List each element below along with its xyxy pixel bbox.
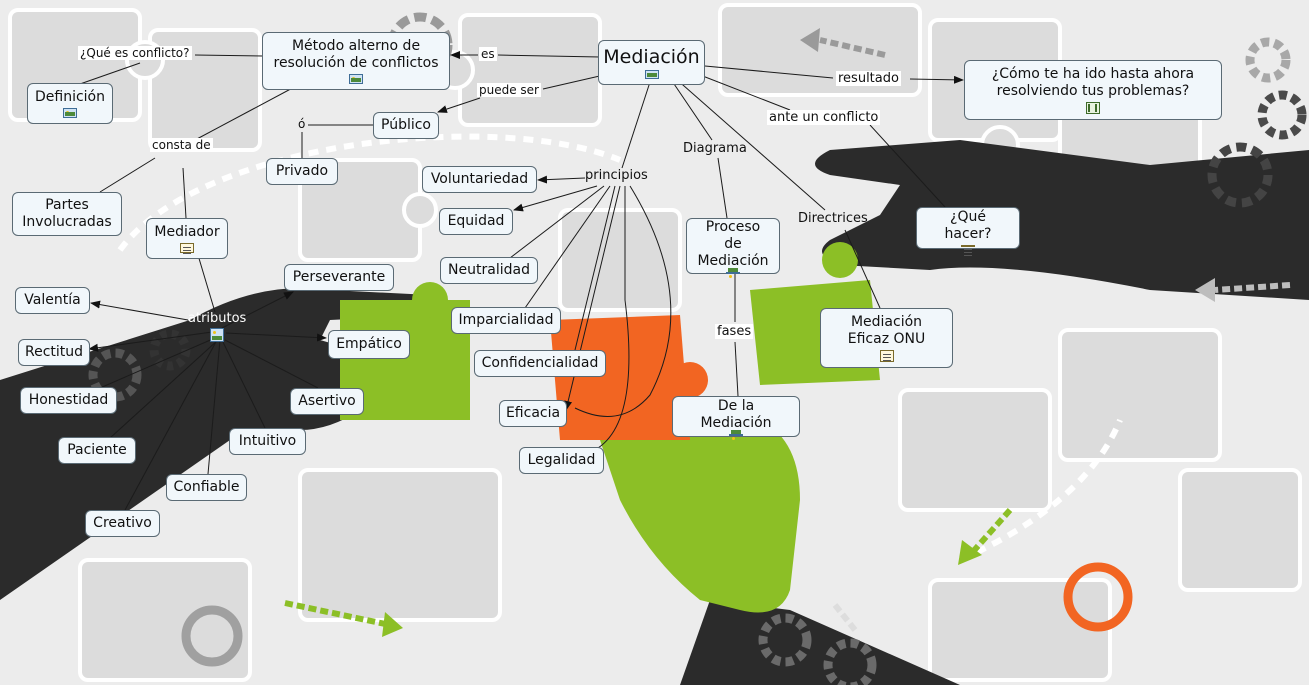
node-publico[interactable]: Público <box>373 112 439 139</box>
root-node-mediacion[interactable]: Mediación <box>598 40 705 85</box>
node-label: Privado <box>275 163 329 179</box>
node-label: Confidencialidad <box>481 355 599 371</box>
node-label: Intuitivo <box>238 433 297 449</box>
node-de-la-mediacion[interactable]: De la Mediación <box>672 396 800 440</box>
node-label: ¿Cómo te ha ido hasta ahora resolviendo … <box>991 66 1195 99</box>
image-icon[interactable] <box>726 267 740 278</box>
link-label-directrices: Directrices <box>798 211 868 226</box>
node-como-te-ha-ido[interactable]: ¿Cómo te ha ido hasta ahora resolviendo … <box>964 60 1222 120</box>
node-label: Valentía <box>24 292 81 308</box>
node-rectitud[interactable]: Rectitud <box>18 339 90 366</box>
node-que-hacer[interactable]: ¿Qué hacer? <box>916 207 1020 250</box>
link-label-ante-un-conflicto: ante un conflicto <box>767 110 881 125</box>
node-label: Eficacia <box>505 405 561 421</box>
node-creativo[interactable]: Creativo <box>85 510 160 537</box>
node-equidad[interactable]: Equidad <box>439 208 513 235</box>
node-asertivo[interactable]: Asertivo <box>290 388 364 415</box>
node-proceso-de-mediacion[interactable]: Proceso de Mediación <box>686 218 780 278</box>
image-icon[interactable] <box>63 108 77 118</box>
node-label: Paciente <box>67 442 127 458</box>
node-label: Mediación <box>603 46 700 68</box>
node-empatico[interactable]: Empático <box>328 330 410 359</box>
link-label-puede-ser: puede ser <box>477 83 541 97</box>
node-neutralidad[interactable]: Neutralidad <box>440 257 538 284</box>
document-icon[interactable] <box>961 245 975 250</box>
node-confiable[interactable]: Confiable <box>166 474 247 501</box>
node-intuitivo[interactable]: Intuitivo <box>229 428 306 455</box>
link-label-consta-de: consta de <box>150 138 213 152</box>
node-label: Mediación Eficaz ONU <box>847 314 926 347</box>
node-legalidad[interactable]: Legalidad <box>519 447 604 474</box>
node-eficacia[interactable]: Eficacia <box>499 400 567 427</box>
link-label-resultado: resultado <box>836 71 901 86</box>
node-privado[interactable]: Privado <box>266 158 338 185</box>
video-icon[interactable] <box>1086 102 1100 114</box>
link-label-diagrama: Diagrama <box>683 141 747 156</box>
node-label: Público <box>381 117 431 133</box>
node-confidencialidad[interactable]: Confidencialidad <box>474 350 606 377</box>
node-label: Rectitud <box>24 344 84 360</box>
link-label-atributos-text: atributos <box>188 311 247 326</box>
node-perseverante[interactable]: Perseverante <box>284 264 394 291</box>
node-label: Equidad <box>447 213 505 229</box>
node-label: Partes Involucradas <box>22 197 112 230</box>
node-metodo-alterno[interactable]: Método alterno de resolución de conflict… <box>262 32 450 90</box>
node-label: Legalidad <box>527 452 596 468</box>
node-label: Confiable <box>173 479 240 495</box>
node-label: Honestidad <box>28 392 109 408</box>
link-label-fases: fases <box>715 324 754 339</box>
document-icon[interactable] <box>879 350 894 362</box>
node-label: Definición <box>35 89 105 105</box>
image-icon[interactable] <box>729 429 743 440</box>
node-partes-involucradas[interactable]: Partes Involucradas <box>12 192 122 236</box>
node-valentia[interactable]: Valentía <box>15 287 90 314</box>
node-label: Método alterno de resolución de conflict… <box>273 38 439 71</box>
node-mediador[interactable]: Mediador <box>146 218 228 259</box>
node-label: Asertivo <box>298 393 356 409</box>
node-definicion[interactable]: Definición <box>27 83 113 124</box>
link-label-principios: principios <box>585 168 648 183</box>
node-label: Neutralidad <box>448 262 530 278</box>
node-label: De la Mediación <box>700 397 772 431</box>
node-label: Imparcialidad <box>458 312 554 328</box>
node-imparcialidad[interactable]: Imparcialidad <box>451 307 561 334</box>
node-label: Creativo <box>93 515 152 531</box>
node-mediacion-eficaz-onu[interactable]: Mediación Eficaz ONU <box>820 308 953 368</box>
link-label-es: es <box>479 47 497 61</box>
node-honestidad[interactable]: Honestidad <box>20 387 117 414</box>
node-label: ¿Qué hacer? <box>944 209 992 242</box>
node-label: Proceso de Mediación <box>697 218 769 269</box>
node-label: Mediador <box>154 224 220 240</box>
link-label-que-es-conflicto: ¿Qué es conflicto? <box>78 46 192 60</box>
image-icon[interactable] <box>210 328 225 342</box>
link-label-atributos: atributos <box>188 311 246 342</box>
node-paciente[interactable]: Paciente <box>58 437 136 464</box>
link-label-o: ó <box>298 117 306 131</box>
node-voluntariedad[interactable]: Voluntariedad <box>422 166 537 193</box>
node-label: Perseverante <box>292 269 386 285</box>
node-label: Empático <box>336 336 402 352</box>
image-icon[interactable] <box>644 70 659 79</box>
document-icon[interactable] <box>180 243 194 253</box>
node-label: Voluntariedad <box>430 171 529 187</box>
image-icon[interactable] <box>349 74 363 84</box>
